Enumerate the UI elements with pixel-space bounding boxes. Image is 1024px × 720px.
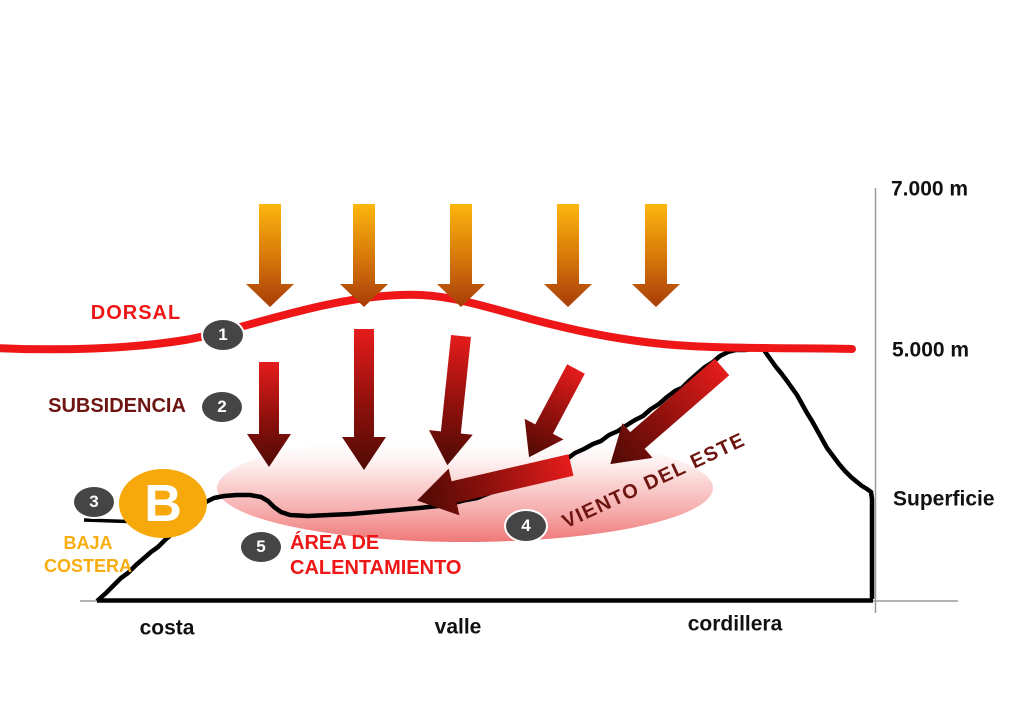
subsidence-arrow <box>247 362 291 467</box>
label-area-calentamiento-line1: ÁREA DE <box>290 532 380 554</box>
label-baja-costera-line1: BAJA <box>63 533 113 553</box>
low-pressure-badge: B <box>119 469 207 538</box>
label-valle: valle <box>434 615 482 639</box>
insolation-arrow <box>632 204 680 307</box>
insolation-arrow <box>340 204 388 307</box>
subsidence-arrow <box>342 329 386 470</box>
label-baja-costera-line2: COSTERA <box>43 556 133 576</box>
subsidence-arrows <box>247 329 730 470</box>
label-altitude-5000m: 5.000 m <box>892 338 970 362</box>
insolation-arrow <box>246 204 294 307</box>
insolation-arrows <box>246 204 680 307</box>
subsidence-arrow <box>524 364 585 458</box>
east-wind-arrow <box>417 454 574 516</box>
insolation-arrow <box>544 204 592 307</box>
label-cordillera: cordillera <box>687 612 783 636</box>
dorsal-ridge-line <box>0 290 856 354</box>
marker-2: 2 <box>200 390 244 424</box>
marker-3: 3 <box>72 485 116 519</box>
label-area-calentamiento-line2: CALENTAMIENTO <box>290 557 462 579</box>
marker-5: 5 <box>239 530 283 564</box>
label-dorsal: DORSAL <box>90 302 182 324</box>
label-altitude-7000m: 7.000 m <box>891 177 969 201</box>
label-costa: costa <box>139 616 195 640</box>
label-subsidencia: SUBSIDENCIA <box>48 395 186 417</box>
insolation-arrow <box>437 204 485 307</box>
marker-1: 1 <box>201 318 245 352</box>
label-altitude-surface: Superficie <box>893 487 995 511</box>
marker-4: 4 <box>504 509 548 543</box>
subsidence-arrow <box>610 358 730 465</box>
subsidence-arrow <box>428 334 473 466</box>
